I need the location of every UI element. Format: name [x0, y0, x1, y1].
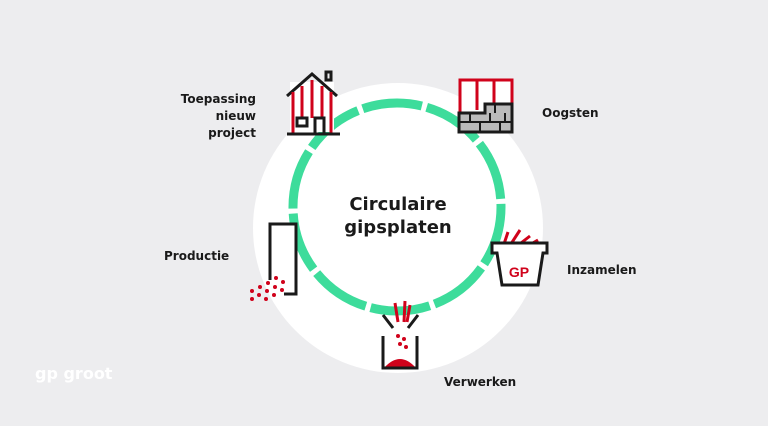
svg-text:GP: GP — [509, 264, 529, 280]
stage-label-productie: Productie — [164, 249, 230, 263]
container-icon: GP — [490, 229, 549, 287]
center-title-line: gipsplaten — [344, 217, 452, 238]
silo-powder-icon — [250, 222, 298, 301]
stage-label-verwerken: Verwerken — [444, 375, 517, 389]
label-line: nieuw project — [208, 109, 256, 140]
center-title: Circulaire gipsplaten — [318, 193, 478, 239]
processing-bin-icon — [381, 300, 420, 370]
white-disk — [253, 83, 543, 373]
stage-label-toepassing: Toepassing nieuw project — [164, 91, 256, 142]
label-line: Toepassing — [180, 92, 256, 106]
stage-label-inzamelen: Inzamelen — [567, 263, 637, 277]
house-icon — [286, 70, 340, 136]
stage-label-oogsten: Oogsten — [542, 106, 599, 120]
center-title-line: Circulaire — [349, 194, 447, 215]
gp-groot-logo: gp groot — [35, 364, 113, 383]
wall-bricks-icon — [457, 78, 514, 134]
